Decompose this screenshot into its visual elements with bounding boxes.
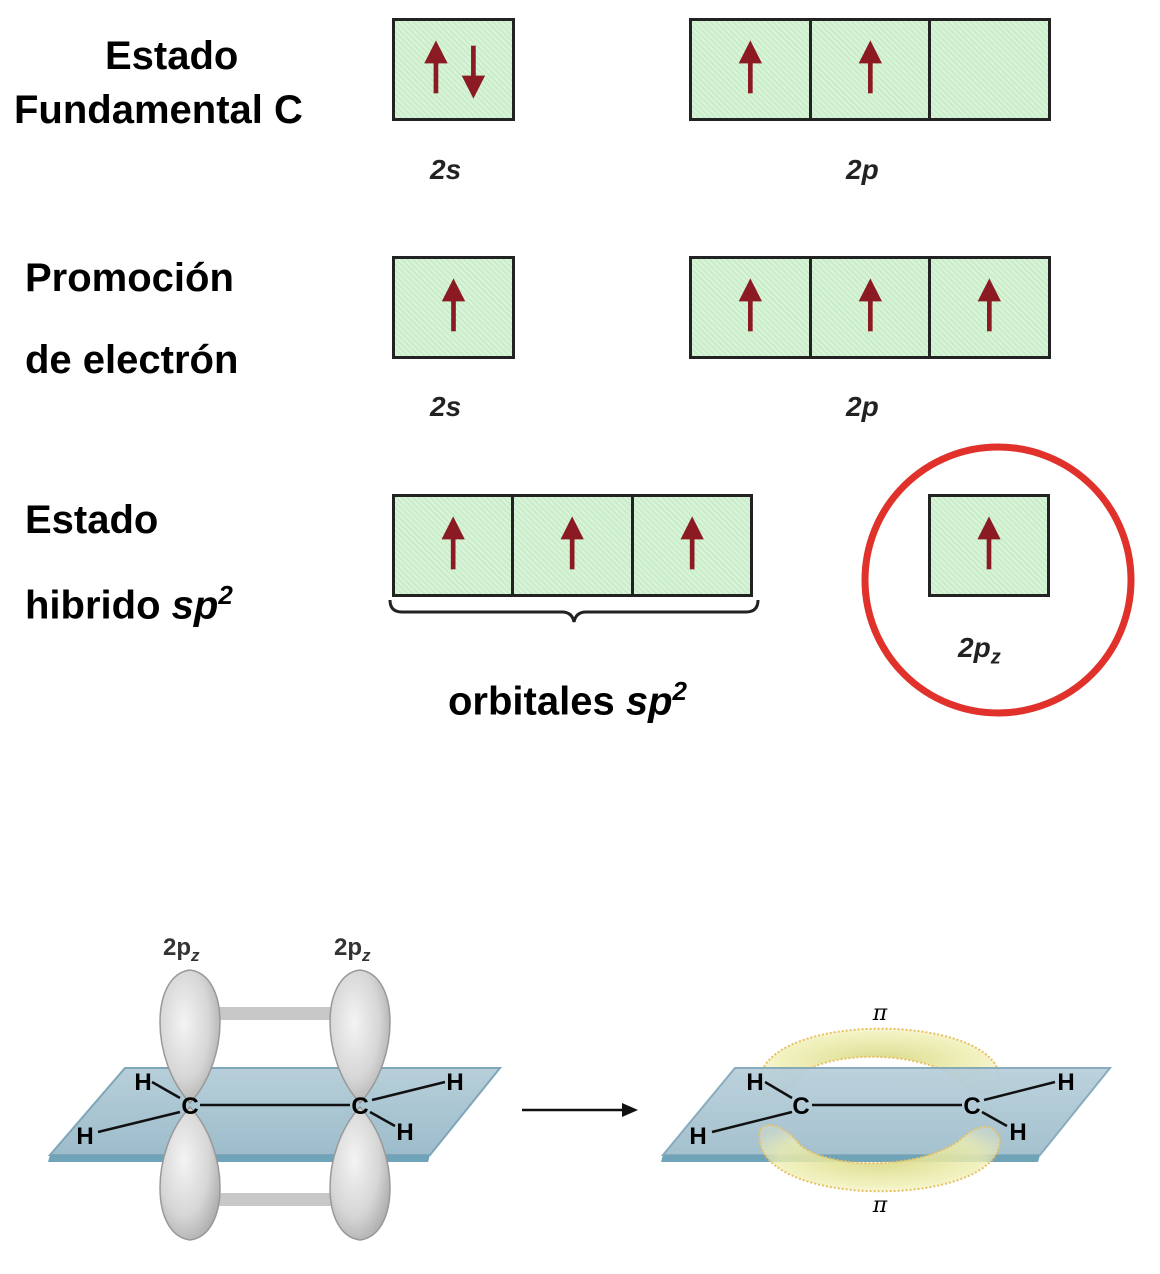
electron-arrow — [978, 278, 1002, 332]
row3-label-italic: sp — [171, 583, 219, 628]
electron-arrow — [977, 516, 1001, 570]
row2-2p-cell-3 — [931, 259, 1048, 356]
electron-arrow — [858, 278, 882, 332]
pi-label-bottom: π — [872, 1193, 888, 1218]
row1-2p-cell-3 — [931, 21, 1048, 118]
electron-arrow — [858, 40, 882, 94]
row1-2p-label: 2p — [846, 154, 879, 185]
hybrid-caption-italic: sp — [625, 679, 673, 724]
pi-cloud-top — [758, 1027, 1002, 1096]
row1-2p-box — [689, 18, 1051, 121]
sp2-brace — [388, 599, 760, 623]
right-atom-c1: C — [792, 1093, 809, 1120]
left-atom-h4: H — [396, 1119, 413, 1146]
molecule-left — [47, 969, 503, 1241]
row1-2p-cell-2 — [812, 21, 932, 118]
electron-arrow — [738, 278, 763, 332]
right-atom-h3: H — [1057, 1069, 1074, 1096]
pi-cloud-bottom — [758, 1124, 1002, 1193]
row2-label-line1: Promoción — [25, 256, 234, 300]
row3-sp2-cell-3 — [634, 497, 750, 594]
row3-sp2-box — [392, 494, 753, 597]
hybrid-caption-text: orbitales — [448, 679, 626, 724]
row2-2p-cell-2 — [812, 259, 932, 356]
row2-2s-box — [392, 256, 515, 359]
hybrid-caption: orbitales sp2 — [448, 678, 687, 721]
right-atom-h4: H — [1009, 1119, 1026, 1146]
row2-2p-cell-1 — [692, 259, 812, 356]
electron-arrow — [680, 516, 704, 570]
row1-2s-cell — [395, 21, 512, 118]
electron-arrow — [441, 516, 465, 570]
row3-label-line2: hibrido sp2 — [25, 582, 233, 625]
row1-2s-label: 2s — [430, 154, 462, 185]
left-atom-c2: C — [351, 1093, 368, 1120]
left-atom-h2: H — [76, 1123, 93, 1150]
row3-label-text: hibrido — [25, 583, 172, 628]
row2-label-line2: de electrón — [25, 338, 239, 382]
row1-label-line1: Estado — [105, 34, 239, 78]
left-atom-c1: C — [181, 1093, 198, 1120]
row3-label-line1: Estado — [25, 498, 159, 542]
molecular-plane-left — [47, 1067, 503, 1156]
electron-arrow — [424, 40, 486, 99]
electron-arrow — [560, 516, 585, 570]
row2-2s-cell — [395, 259, 512, 356]
left-pz-label-1: 2pz — [163, 934, 200, 965]
row2-2s-label: 2s — [430, 391, 462, 422]
right-atom-c2: C — [963, 1093, 980, 1120]
pz-lobe-left-top — [159, 969, 221, 1105]
right-atom-h1: H — [746, 1069, 763, 1096]
pz-lobe-right-bottom — [329, 1105, 391, 1241]
pz-lobe-left-bottom — [159, 1105, 221, 1241]
row1-label-line2: Fundamental C — [14, 88, 303, 132]
electron-arrow — [441, 278, 466, 332]
molecule-right — [660, 1027, 1113, 1193]
row3-sp2-cell-2 — [514, 497, 634, 594]
left-atom-h1: H — [134, 1069, 151, 1096]
row1-2p-cell-1 — [692, 21, 812, 118]
row3-label-sup: 2 — [218, 580, 233, 610]
row3-2pz-box — [928, 494, 1050, 597]
row1-2s-box — [392, 18, 515, 121]
row3-2pz-cell — [931, 497, 1047, 594]
row3-2pz-label: 2pz — [958, 632, 1001, 669]
electron-arrow — [738, 40, 763, 94]
molecular-plane-right — [660, 1067, 1113, 1156]
row3-sp2-cell-1 — [395, 497, 515, 594]
row2-2p-box — [689, 256, 1051, 359]
row2-2p-label: 2p — [846, 391, 879, 422]
pi-label-top: π — [872, 1001, 888, 1026]
hybrid-caption-sup: 2 — [672, 676, 687, 706]
pz-lobe-right-top — [329, 969, 391, 1105]
left-atom-h3: H — [446, 1069, 463, 1096]
right-atom-h2: H — [689, 1123, 706, 1150]
left-pz-label-2: 2pz — [334, 934, 371, 965]
